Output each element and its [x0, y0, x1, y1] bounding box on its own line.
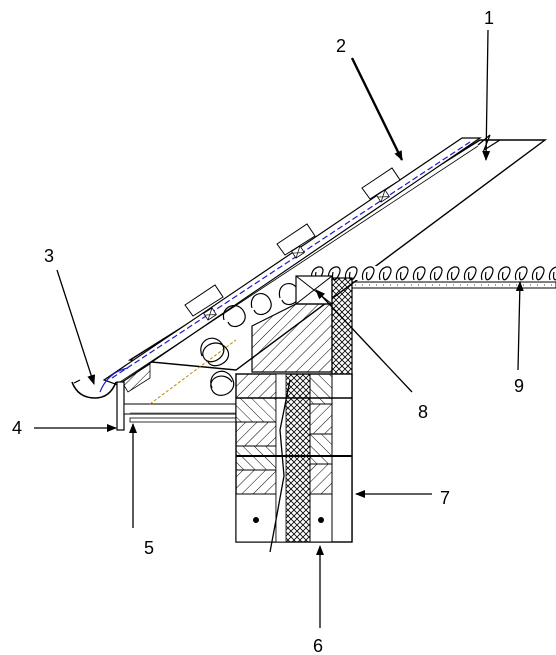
- ceiling: [351, 281, 556, 298]
- callout-5-label: 5: [144, 538, 154, 558]
- callout-3-label: 3: [44, 246, 54, 266]
- counter-battens: [203, 189, 390, 321]
- callout-9-label: 9: [514, 376, 524, 396]
- tile-battens: [184, 167, 401, 317]
- callout-labels: 1 2 3 4 5 6 7 8 9: [12, 8, 524, 655]
- wall-plate: [295, 275, 333, 305]
- callout-arrows: [34, 29, 524, 628]
- gutter: [71, 367, 129, 399]
- callout-2-label: 2: [336, 36, 346, 56]
- callout-8-label: 8: [418, 402, 428, 422]
- callout-4-label: 4: [12, 418, 22, 438]
- loft-insulation: [200, 266, 556, 396]
- fascia-board: [116, 381, 125, 431]
- callout-1-label: 1: [484, 8, 494, 28]
- callout-6-label: 6: [313, 636, 323, 655]
- callout-7-label: 7: [440, 488, 450, 508]
- roof-covering: [102, 137, 482, 393]
- masonry-wall: [235, 373, 353, 553]
